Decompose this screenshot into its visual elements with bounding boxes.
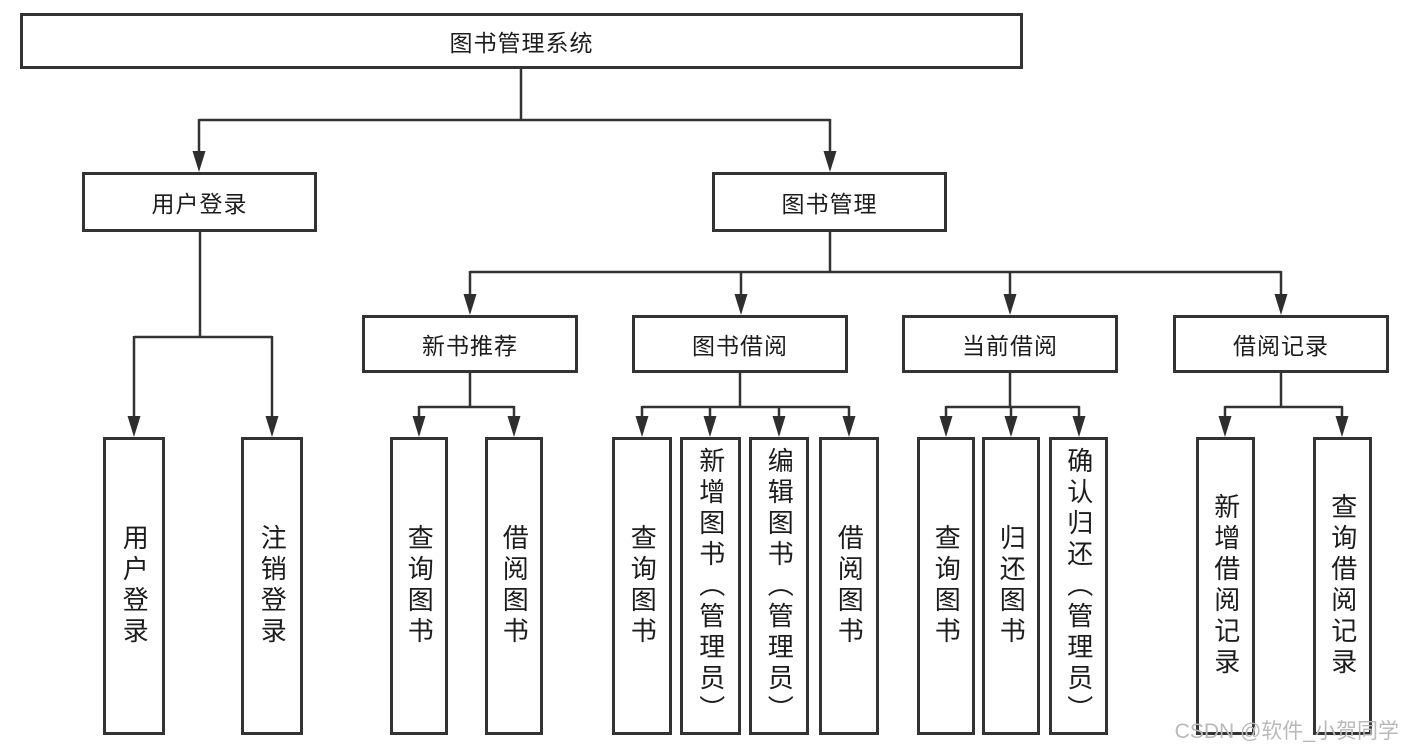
node-label: 新增借阅记录 [1210, 493, 1241, 679]
node-leaf-nbr-query-books: 查询图书 [390, 437, 448, 735]
node-label: 用户登录 [151, 191, 248, 217]
node-user-login: 用户登录 [82, 172, 317, 232]
node-label: 图书管理系统 [449, 30, 594, 56]
node-leaf-nbr-borrow-books: 借阅图书 [485, 437, 543, 735]
node-leaf-br-add-record: 新增借阅记录 [1196, 437, 1255, 735]
node-leaf-bb-query-books: 查询图书 [612, 437, 672, 735]
node-book-management: 图书管理 [712, 172, 947, 232]
node-leaf-cb-query-books: 查询图书 [917, 437, 975, 735]
csdn-watermark: CSDN @软件_小贺同学 [1174, 720, 1399, 743]
node-label: 编辑图书（管理员） [764, 446, 795, 726]
node-label: 新书推荐 [422, 333, 518, 359]
node-label: 确认归还（管理员） [1063, 446, 1094, 726]
node-label: 查询图书 [931, 524, 962, 648]
node-label: 当前借阅 [962, 333, 1058, 359]
node-leaf-br-query-record: 查询借阅记录 [1313, 437, 1372, 735]
node-leaf-cb-confirm-return-admin: 确认归还（管理员） [1049, 437, 1108, 735]
node-label: 查询借阅记录 [1327, 493, 1358, 679]
node-label: 查询图书 [627, 524, 658, 648]
node-new-book-recommend: 新书推荐 [362, 315, 578, 373]
node-label: 借阅图书 [834, 524, 865, 648]
node-book-management-system: 图书管理系统 [20, 13, 1023, 69]
node-leaf-bb-edit-books-admin: 编辑图书（管理员） [749, 437, 809, 735]
node-label: 图书管理 [781, 191, 878, 217]
node-label: 归还图书 [996, 524, 1027, 648]
node-leaf-cb-return-books: 归还图书 [982, 437, 1040, 735]
node-label: 新增图书（管理员） [695, 446, 726, 726]
node-label: 图书借阅 [692, 333, 788, 359]
node-leaf-bb-add-books-admin: 新增图书（管理员） [680, 437, 741, 735]
arrowhead-icons [127, 151, 1349, 437]
node-label: 查询图书 [404, 524, 435, 648]
node-leaf-user-login: 用户登录 [103, 437, 165, 735]
node-label: 借阅记录 [1233, 333, 1329, 359]
node-leaf-logout: 注销登录 [241, 437, 303, 735]
node-book-borrowing: 图书借阅 [632, 315, 848, 373]
node-label: 注销登录 [257, 524, 288, 648]
node-leaf-bb-borrow-books: 借阅图书 [819, 437, 879, 735]
node-label: 借阅图书 [499, 524, 530, 648]
node-borrowing-records: 借阅记录 [1173, 315, 1389, 373]
node-current-borrowing: 当前借阅 [902, 315, 1118, 373]
node-label: 用户登录 [119, 524, 150, 648]
